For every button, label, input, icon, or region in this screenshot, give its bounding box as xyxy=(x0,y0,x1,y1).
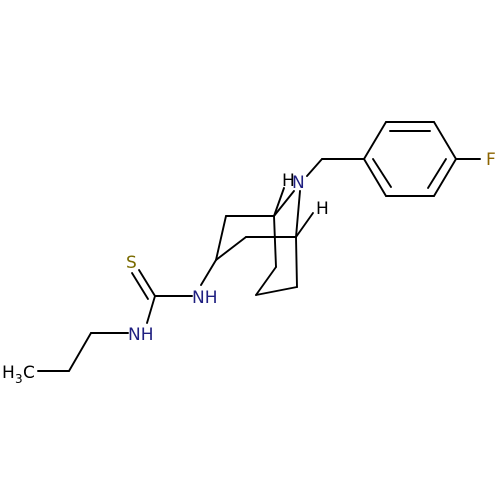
methyl-subscript: 3 xyxy=(15,372,23,386)
bond xyxy=(295,190,301,238)
propyl-nh-label: NH xyxy=(128,325,154,345)
bond xyxy=(433,121,457,160)
bond xyxy=(433,158,457,197)
bond xyxy=(427,158,447,189)
bond xyxy=(273,215,277,268)
bridgehead-h-right-label: H xyxy=(316,199,329,219)
bond xyxy=(255,286,298,296)
bond xyxy=(255,266,277,296)
fluorophenyl-ring xyxy=(363,121,457,197)
methyl-h-label: H xyxy=(2,363,15,383)
bond-c-s-2 xyxy=(131,272,149,300)
bond xyxy=(215,236,247,261)
bond-c-s-1 xyxy=(138,269,156,297)
fluorine-label: F xyxy=(486,150,496,170)
bond xyxy=(363,121,387,160)
bond-cs-nh xyxy=(146,295,156,324)
bicyclic-scaffold xyxy=(215,187,314,296)
bridgehead-h-left-label: H xyxy=(282,171,295,191)
ring-nh-label: NH xyxy=(192,288,218,308)
bridge-nitrogen-label: N xyxy=(292,173,305,193)
bond xyxy=(363,158,387,197)
bond xyxy=(273,190,295,217)
bond xyxy=(372,158,392,188)
sulfur-label: S xyxy=(126,253,137,273)
bond-ring-nh xyxy=(200,259,217,286)
bond-h xyxy=(295,212,314,238)
bond xyxy=(295,236,298,288)
methyl-c-label: C xyxy=(23,363,35,383)
bond-c-c xyxy=(68,332,92,372)
bond xyxy=(215,215,227,261)
bond-ch2-n xyxy=(306,158,323,177)
methyl-label: H 3 C xyxy=(2,363,35,386)
bond-h xyxy=(273,187,285,217)
